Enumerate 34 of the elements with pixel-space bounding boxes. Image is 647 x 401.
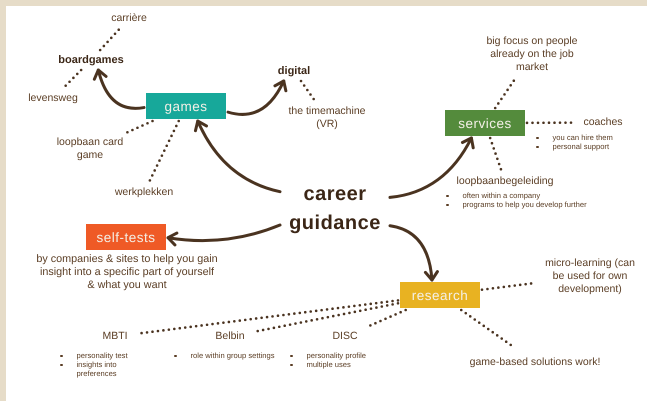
topic-text: boardgames	[52, 52, 130, 68]
dotted-line	[147, 120, 180, 184]
dotted-line	[488, 136, 503, 172]
curved-arrow	[226, 80, 288, 116]
curved-arrow	[388, 136, 474, 199]
category-box: research	[400, 282, 480, 308]
topic-text: loopbaan card game	[55, 135, 125, 163]
topic-text: digital	[272, 63, 316, 79]
curved-arrow	[388, 224, 439, 282]
topic-text: DISC	[325, 329, 365, 344]
topic-text: carrière	[104, 11, 154, 26]
topic-text: MBTI	[95, 329, 135, 344]
category-box: games	[146, 93, 226, 119]
topic-text: coaches	[577, 115, 629, 130]
curved-arrow	[93, 68, 146, 110]
topic-text: werkplekken	[105, 185, 183, 200]
topic-text: loopbaanbegeleiding	[444, 173, 566, 189]
dotted-line	[300, 80, 318, 104]
topic-text: big focus on people already on the job market	[478, 33, 586, 75]
category-box: services	[445, 110, 525, 136]
curved-arrow	[194, 120, 282, 194]
topic-text: game-based solutions work!	[468, 348, 602, 376]
topic-text: the timemachine (VR)	[280, 104, 374, 132]
dotted-line	[98, 26, 122, 52]
topic-text: micro-learning (can be used for own development)	[538, 255, 642, 297]
description-text: by companies & sites to help you gain insight into a specific part of yourself & what you want	[36, 253, 218, 292]
topic-text: levensweg	[22, 91, 84, 106]
central-topic: career guidance	[282, 180, 388, 238]
dotted-line	[460, 308, 514, 348]
category-box: self-tests	[86, 224, 166, 250]
dotted-line	[256, 302, 400, 332]
dotted-line	[124, 120, 154, 134]
curved-arrow	[166, 224, 282, 246]
topic-text: Belbin	[205, 329, 255, 344]
